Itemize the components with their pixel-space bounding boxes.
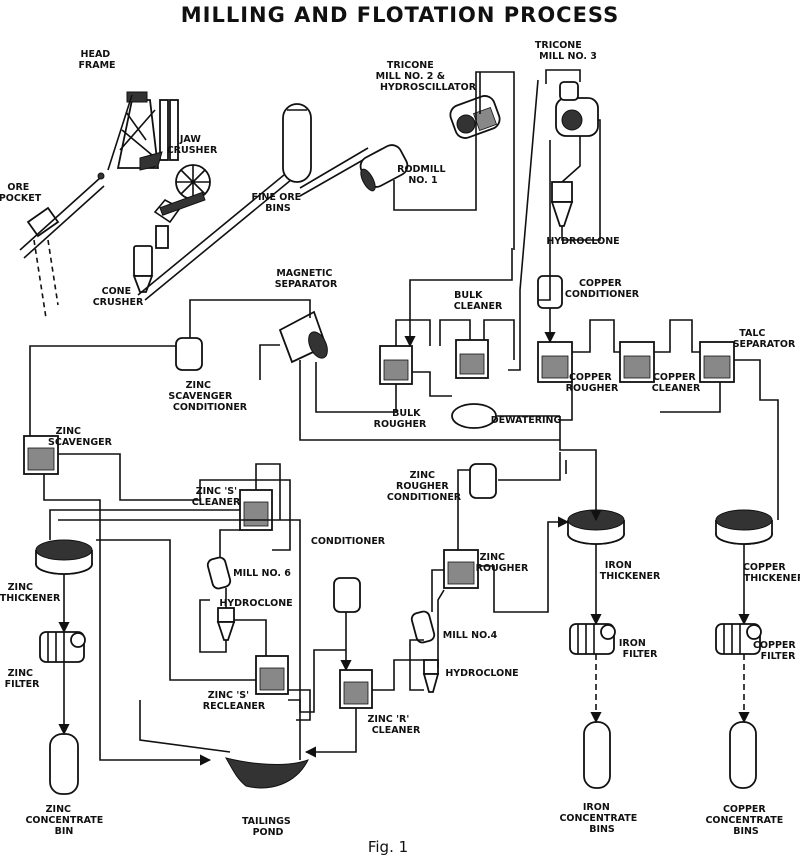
label-rodmill: RODMILL NO. 1 [397,164,449,186]
magnetic-separator-icon [278,310,328,364]
label-copper-thickener: COPPER THICKENER [743,562,800,584]
label-hydroclone-mid: HYDROCLONE [219,598,292,609]
talc-separator-cell-icon [699,341,735,383]
label-zinc-r-cleaner: ZINC 'R' CLEANER [367,714,421,736]
iron-filter-icon [569,623,616,655]
tricone-mill-2-icon [449,95,501,139]
label-copper-filter: COPPER FILTER [753,640,799,662]
label-zinc-scavenger: ZINC SCAVENGER [48,426,113,448]
zinc-concentrate-bin-icon [49,733,79,795]
label-copper-conditioner: COPPER CONDITIONER [565,278,640,300]
label-zinc-rougher: ZINC ROUGHER [476,552,529,574]
copper-thickener-icon [715,509,773,545]
bulk-cleaner-cell-icon [455,339,489,379]
label-jaw-crusher: JAW CRUSHER [167,134,218,156]
zinc-thickener-icon [35,539,93,575]
label-copper-concentrate-bins: COPPER CONCENTRATE BINS [705,804,786,837]
label-magnetic-separator: MAGNETIC SEPARATOR [275,268,338,290]
zinc-scavenger-cell-icon [23,435,59,475]
label-copper-rougher: COPPER ROUGHER [566,372,619,394]
zinc-r-cleaner-cell-icon [339,669,373,709]
iron-concentrate-bin-icon [583,721,611,789]
label-iron-thickener: IRON THICKENER [600,560,661,582]
label-iron-filter: IRON FILTER [619,638,658,660]
fine-ore-bins-icon [282,103,312,183]
conveyor-belt [137,169,298,301]
label-hydroclone-right: HYDROCLONE [445,668,518,679]
label-tailings-pond: TAILINGS POND [242,816,294,838]
zinc-scavenger-conditioner-icon [175,337,203,371]
label-head-frame: HEAD FRAME [78,49,115,71]
copper-concentrate-bin-icon [729,721,757,789]
label-dewatering: DEWATERING [491,415,562,426]
label-hydroclone-top: HYDROCLONE [546,236,619,247]
label-talc-separator: TALC SEPARATOR [733,328,796,350]
mill-no-4-icon [410,610,436,644]
jaw-crusher-icon [139,151,211,224]
iron-thickener-icon [567,509,625,545]
dewatering-tank-icon [451,403,497,429]
zinc-s-recleaner-cell-icon [255,655,289,695]
zinc-rougher-cell-icon [443,549,479,589]
zinc-s-cleaner-cell-icon [239,489,273,531]
conditioner-icon [333,577,361,613]
cone-crusher-icon [132,225,169,293]
bulk-rougher-cell-icon [379,345,413,385]
label-zinc-concentrate-bin: ZINC CONCENTRATE BIN [25,804,106,837]
copper-filter-icon [715,623,762,655]
label-copper-cleaner: COPPER CLEANER [652,372,701,394]
hydroclone-right-icon [422,659,440,693]
zinc-filter-icon [39,631,86,663]
hydroclone-mid-icon [216,607,236,641]
label-iron-concentrate-bins: IRON CONCENTRATE BINS [559,802,640,835]
label-tricone-mill-2: TRICONE MILL NO. 2 & HYDROSCILLATOR [376,60,477,93]
mill-no-6-icon [206,556,232,590]
label-zinc-thickener: ZINC THICKENER [0,582,61,604]
copper-cleaner-cell-icon [619,341,655,383]
zinc-rougher-conditioner-icon [469,463,497,499]
label-zinc-scavenger-conditioner: ZINC SCAVENGER CONDITIONER [168,380,247,413]
figure-caption: Fig. 1 [368,838,408,856]
piping-layer [29,69,779,766]
hydroclone-top-icon [550,181,574,227]
rodmill-icon [359,144,409,192]
label-ore-pocket: ORE POCKET [0,182,42,204]
equipment-layer [19,81,773,795]
label-zinc-s-cleaner: ZINC 'S' CLEANER [192,486,241,508]
label-zinc-rougher-conditioner: ZINC ROUGHER CONDITIONER [387,470,462,503]
tailings-pond-icon [224,757,310,789]
label-conditioner: CONDITIONER [311,536,386,547]
ore-pocket-icon [19,172,105,319]
label-bulk-rougher: BULK ROUGHER [374,408,427,430]
copper-rougher-cell-icon [537,341,573,383]
label-zinc-s-recleaner: ZINC 'S' RECLEANER [203,690,266,712]
head-frame-icon [107,91,179,171]
label-bulk-cleaner: BULK CLEANER [454,290,503,312]
label-cone-crusher: CONE CRUSHER [93,286,144,308]
labels-layer: HEAD FRAME ORE POCKET JAW CRUSHER CONE C… [0,40,800,856]
label-fine-ore-bins: FINE ORE BINS [252,192,305,214]
label-mill-no-6: MILL NO. 6 [233,568,291,579]
label-zinc-filter: ZINC FILTER [5,668,40,690]
rodmill-conveyor [299,147,371,197]
diagram-title: MILLING AND FLOTATION PROCESS [181,3,619,27]
tricone-mill-3-icon [555,81,599,137]
label-tricone-mill-3: TRICONE MILL NO. 3 [535,40,597,62]
label-mill-no-4: MILL NO.4 [443,630,498,641]
